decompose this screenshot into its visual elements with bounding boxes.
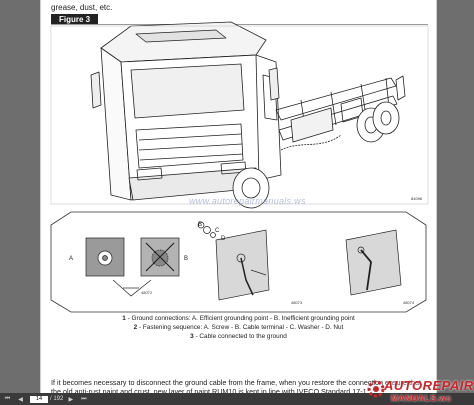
gear-icon xyxy=(367,380,385,398)
pdf-toolbar: ⏮ ◀ 14 / 192 ▶ ⏭ xyxy=(0,393,474,405)
caption-1: 1 - Ground connections: A. Efficient gro… xyxy=(122,315,355,322)
top-text: grease, dust, etc. xyxy=(51,3,113,12)
figure-label: Figure 3 xyxy=(51,14,99,25)
watermark: www.autorepairmanuals.ws xyxy=(189,196,306,206)
page-number-input[interactable]: 14 xyxy=(30,395,48,403)
brand-sub: MANUALS.ws xyxy=(391,393,452,403)
body-line-2: the old anti-rust paint and crust, new l… xyxy=(51,387,367,396)
body-line-1: If it becomes necessary to disconnect th… xyxy=(51,378,421,387)
brand-name: AUTOREPAIR xyxy=(384,378,474,393)
document-page: grease, dust, etc. Figure 3 xyxy=(40,0,437,396)
inset-letter-a: A xyxy=(69,256,73,262)
figure-divider xyxy=(51,24,428,25)
truck-illustration: A B B C D xyxy=(50,21,429,313)
prev-page-icon[interactable]: ◀ xyxy=(18,396,23,403)
ref-code-2: 48073 xyxy=(291,300,303,305)
page-navigator: 14 / 192 xyxy=(30,395,64,403)
last-page-icon[interactable]: ⏭ xyxy=(81,395,87,402)
figure-captions: 1 - Ground connections: A. Efficient gro… xyxy=(41,314,436,341)
page-total: / 192 xyxy=(50,396,64,402)
caption-2: 2 - Fastening sequence: A. Screw - B. Ca… xyxy=(133,324,344,331)
inset-letter-c: C xyxy=(215,228,220,234)
next-page-icon[interactable]: ▶ xyxy=(68,396,74,403)
ref-code-1: 48072 xyxy=(141,290,153,295)
inset-letter-b: B xyxy=(184,256,188,262)
first-page-icon[interactable]: ⏮ xyxy=(4,395,11,402)
ref-code-3: 48074 xyxy=(403,300,415,305)
inset-letter-b2: B xyxy=(198,222,202,228)
ref-code-main: 84096 xyxy=(411,196,423,201)
body-paragraph: If it becomes necessary to disconnect th… xyxy=(51,378,426,396)
brand-logo: AUTOREPAIR MANUALS.ws xyxy=(366,376,473,404)
caption-3: 3 - Cable connected to the ground xyxy=(190,333,287,340)
inset-letter-d: D xyxy=(221,236,226,242)
